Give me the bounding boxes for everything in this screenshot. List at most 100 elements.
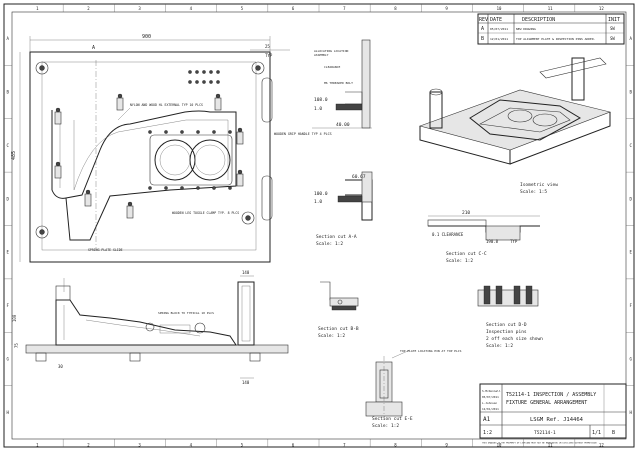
part-profile xyxy=(51,110,237,241)
zone-row-label: H xyxy=(630,410,633,415)
inspection-window xyxy=(149,134,233,186)
aa-title: Section cut A-A xyxy=(316,234,357,240)
aa-scale: Scale: 1:2 xyxy=(316,241,343,247)
section-bb: Section cut B-B Scale: 1:2 xyxy=(318,281,359,339)
cc-dim-210: 210 xyxy=(462,210,470,216)
note-spacer: NYLON AND WOOD HL EXTERNAL TYP 10 PLCS xyxy=(130,103,203,107)
zone-row-label: C xyxy=(7,143,10,148)
rev-header-init: INIT xyxy=(608,17,620,23)
zone-col-label: 7 xyxy=(343,6,346,11)
zone-row-label: F xyxy=(630,303,633,308)
zone-col-label: 8 xyxy=(394,443,397,448)
bolt-hole xyxy=(216,70,220,74)
zone-col-label: 10 xyxy=(497,6,502,11)
bolt-hole xyxy=(196,186,200,190)
dd-line2: Inspection pins xyxy=(486,329,527,335)
tb-sheet: 1/1 xyxy=(592,430,601,436)
bolt-hole xyxy=(195,70,199,74)
zone-col-label: 6 xyxy=(292,6,295,11)
bolt-hole xyxy=(216,80,220,84)
bb-scale: Scale: 1:2 xyxy=(318,333,345,339)
bolt-hole xyxy=(212,130,216,134)
tb-size: A1 xyxy=(483,416,491,423)
rev-row-a-init: SW xyxy=(610,26,615,31)
toggle-clamp xyxy=(214,97,222,111)
tb-rev: B xyxy=(612,430,615,436)
iso-title: Isometric view xyxy=(520,182,558,188)
dd-line3: 2 off each size shown xyxy=(486,336,543,342)
zone-col-label: 12 xyxy=(599,443,604,448)
zone-row-label: E xyxy=(7,250,10,255)
corner-stud-br xyxy=(241,211,255,225)
bolt-hole xyxy=(228,130,232,134)
section-cc: 210 0.1 CLEARANCE 190.8 TYP Section cut … xyxy=(427,210,540,264)
aa-note3: CLEARANCE xyxy=(324,65,340,69)
dim-25: 25 xyxy=(265,44,270,49)
tb-drawing-no: T52114-1 xyxy=(534,430,556,436)
zone-row-label: G xyxy=(630,356,633,361)
zone-row-label: H xyxy=(7,410,10,415)
zone-row-label: E xyxy=(630,250,633,255)
tb-footer-note: THIS DRAWING IS THE PROPERTY OF LSGM AND… xyxy=(482,442,597,445)
zone-col-label: 2 xyxy=(87,6,90,11)
toggle-clamp xyxy=(126,205,134,219)
zone-row-label: B xyxy=(7,90,10,95)
side-view: 140 100 30 75 140 SPRING BLOCK TO TYPICA… xyxy=(11,270,289,385)
title-block: S.McDonnell 05/07/2011 L.Johnson 12/01/2… xyxy=(479,383,627,445)
aa-dim4: 100.0 xyxy=(314,191,328,197)
rev-row-a-date: 05/07/2011 xyxy=(490,27,508,31)
rev-row-b-init: SW xyxy=(610,36,615,41)
dim-140-top: 140 xyxy=(242,270,250,275)
rev-row-a-desc: NEW DRAWING xyxy=(516,27,536,31)
bb-title: Section cut B-B xyxy=(318,326,359,332)
base-plate-inner xyxy=(41,61,257,251)
rev-row-b-date: 12/01/2011 xyxy=(490,37,508,41)
bolt-hole xyxy=(180,186,184,190)
plan-view: 900 485 25 TYP A WOODEN GRIP HANDLE TYP … xyxy=(11,34,332,263)
section-dd: Section cut D-D Inspection pins 2 off ea… xyxy=(477,285,543,349)
aa-note4: M6 THREADED BOLT xyxy=(324,81,353,85)
zone-col-label: 6 xyxy=(292,443,295,448)
bolt-hole xyxy=(209,70,213,74)
bolt-hole xyxy=(195,80,199,84)
zone-col-label: 10 xyxy=(497,443,502,448)
zone-col-label: 1 xyxy=(36,6,39,11)
zone-row-label: D xyxy=(7,196,10,201)
tb-date2: 12/01/2011 xyxy=(482,407,499,411)
zone-row-label: C xyxy=(630,143,633,148)
aa-dim2: 1.0 xyxy=(314,106,322,112)
bolt-hole xyxy=(202,80,206,84)
rev-header-desc: DESCRIPTION xyxy=(522,17,555,23)
cc-title: Section cut C-C xyxy=(446,251,487,257)
bolt-hole xyxy=(188,70,192,74)
rev-row-b-rev: B xyxy=(481,36,484,42)
ee-scale: Scale: 1:2 xyxy=(372,423,399,429)
ee-title: Section cut E-E xyxy=(372,416,413,422)
tb-scale: 1:2 xyxy=(483,430,492,436)
bolt-hole xyxy=(212,186,216,190)
side-upright xyxy=(237,281,255,346)
tb-checked: L.Johnson xyxy=(482,401,497,405)
zone-col-label: 8 xyxy=(394,6,397,11)
note-handle: WOODEN GRIP HANDLE TYP 4 PLCS xyxy=(274,132,332,136)
toggle-clamp xyxy=(116,97,124,111)
dd-title: Section cut D-D xyxy=(486,322,527,328)
handle-top xyxy=(261,77,273,123)
zone-col-label: 12 xyxy=(599,6,604,11)
dim-height: 485 xyxy=(11,151,17,160)
zone-row-label: D xyxy=(630,196,633,201)
aa-note2: ASSEMBLY xyxy=(314,53,329,57)
zone-col-label: 2 xyxy=(87,443,90,448)
note-spring: SPRING PLATE SLIDE xyxy=(88,248,123,252)
side-part-profile xyxy=(55,299,237,346)
note-spring-block: SPRING BLOCK TO TYPICAL 10 PLCS xyxy=(158,311,214,315)
bolt-hole xyxy=(164,130,168,134)
toggle-clamp xyxy=(236,173,244,187)
handle-bottom xyxy=(261,175,273,221)
iso-scale: Scale: 1:5 xyxy=(520,189,547,195)
zone-row-label: F xyxy=(7,303,10,308)
section-aa: ALLOCATING LOCATION ASSEMBLY CLEARANCE M… xyxy=(312,39,373,247)
